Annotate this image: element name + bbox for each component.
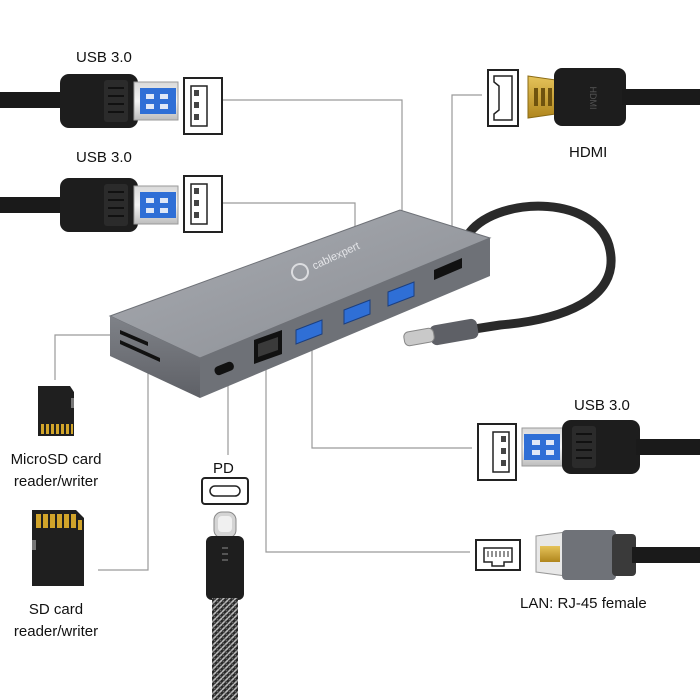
label-usb-top-2: USB 3.0 [76, 149, 132, 166]
usb-port-icon-top-2 [183, 175, 223, 233]
leader-lan [265, 360, 470, 553]
rj45-port-icon [475, 539, 521, 571]
leader-sd [98, 360, 149, 571]
svg-text:HDMI: HDMI [588, 87, 598, 110]
label-microsd-line1: MicroSD card [10, 451, 102, 468]
label-sd-line2: reader/writer [13, 623, 99, 640]
label-pd: PD [213, 460, 234, 477]
microsd-card-icon [38, 386, 74, 436]
label-lan: LAN: RJ-45 female [520, 595, 647, 612]
label-microsd-line2: reader/writer [13, 473, 99, 490]
hdmi-cable: HDMI [527, 68, 700, 126]
leader-usb-right [311, 335, 472, 449]
label-sd: SD card reader/writer [0, 599, 112, 643]
label-microsd: MicroSD card reader/writer [0, 449, 112, 493]
usb-c-port-icon [201, 477, 249, 505]
hub-device: cablexpert [108, 201, 616, 398]
label-usb-right: USB 3.0 [574, 397, 630, 414]
sd-card-icon [32, 510, 84, 586]
leader-microsd [54, 334, 128, 380]
leader-hdmi [451, 94, 482, 268]
label-usb-top-1: USB 3.0 [76, 49, 132, 66]
usb-cable-top-2 [0, 178, 179, 232]
usb-c-cable [206, 511, 244, 700]
usb-cable-right [521, 420, 700, 474]
hdmi-port-icon [487, 69, 519, 127]
usb-port-icon-top-1 [183, 77, 223, 135]
label-hdmi: HDMI [569, 144, 608, 161]
rj45-cable [535, 530, 700, 580]
usb-port-icon-right [477, 423, 517, 481]
label-sd-line1: SD card [28, 601, 84, 618]
usb-cable-top-1 [0, 74, 179, 128]
